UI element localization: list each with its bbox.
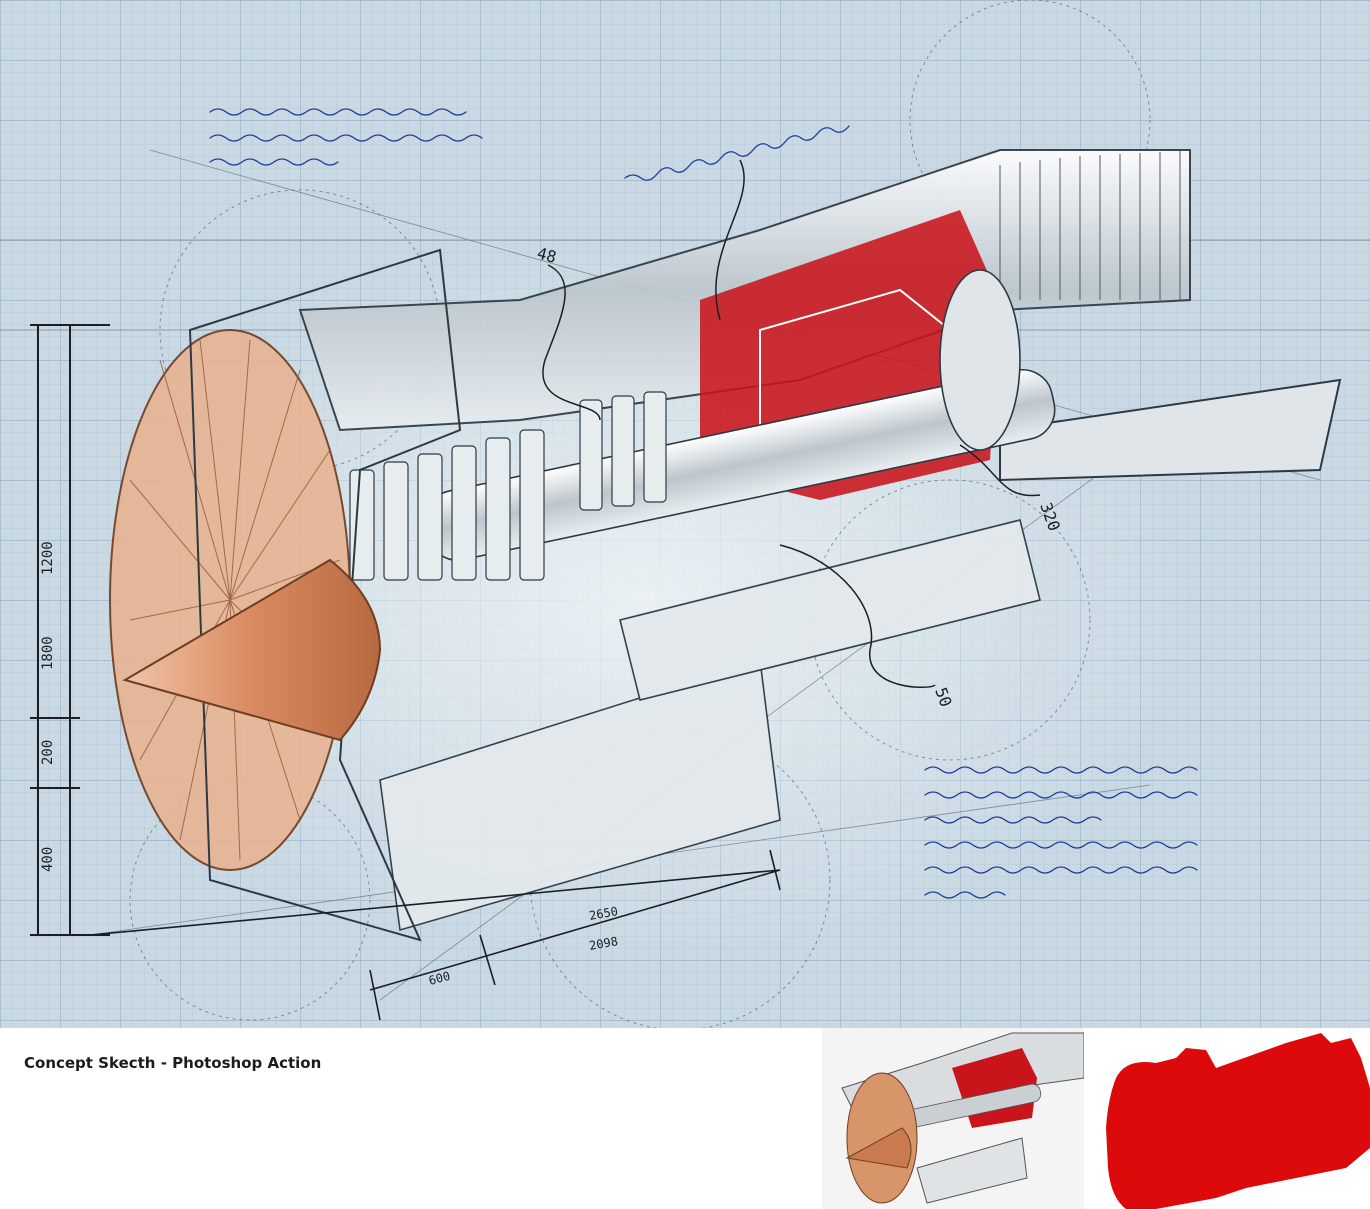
dimension-label-600: 600	[427, 969, 452, 988]
callout-48: 48	[535, 244, 559, 267]
dimension-label-400: 400	[40, 847, 56, 872]
caption-title: Concept Skecth - Photoshop Action	[24, 1054, 322, 1072]
handwritten-note-top-left	[209, 108, 483, 166]
engine-render-thumbnail-art	[822, 1028, 1084, 1209]
engine-render-thumbnail	[822, 1028, 1084, 1209]
sketch-canvas: 1200 1800 200 400 2650 2098 600 48 32	[0, 0, 1370, 1028]
vertical-dimension-line	[30, 324, 110, 936]
red-mask-thumbnail-art	[1096, 1028, 1370, 1209]
dimension-label-1200: 1200	[40, 541, 56, 575]
bottom-dimension-lines	[89, 849, 781, 1021]
dimension-label-2098: 2098	[588, 934, 619, 953]
handwritten-note-top-middle	[624, 125, 850, 181]
turbine-rotor	[939, 269, 1021, 451]
nose-cone	[122, 558, 382, 742]
handwritten-note-bottom-right	[924, 766, 1198, 899]
dimension-label-1800: 1800	[40, 636, 56, 670]
dimension-label-200: 200	[40, 740, 56, 765]
dimension-label-2650: 2650	[588, 904, 619, 923]
concept-sketch-artwork: 1200 1800 200 400 2650 2098 600 48 32	[0, 0, 1370, 1028]
leader-lines	[542, 159, 1041, 689]
exhaust-nozzle	[999, 378, 1342, 482]
red-mask-thumbnail	[1096, 1028, 1370, 1209]
exhaust-fins	[999, 151, 1181, 300]
